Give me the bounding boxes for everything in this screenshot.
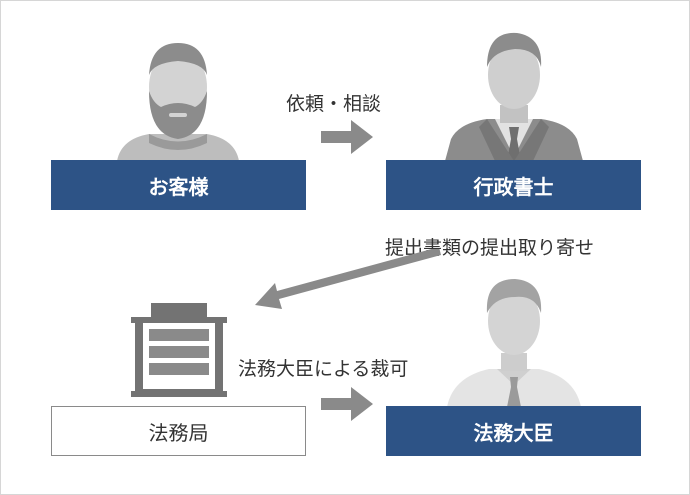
minister-box: 法務大臣 [386,406,641,456]
approval-arrow-icon [321,387,373,421]
submit-arrow-icon [255,249,441,309]
consult-arrow-icon [321,120,373,154]
bearded-man-icon [117,43,239,161]
customer-box: お客様 [51,160,306,210]
man-in-shirt-icon [447,279,581,407]
approval-label: 法務大臣による裁可 [238,358,409,380]
consult-label: 依頼・相談 [286,93,382,115]
bureau-box: 法務局 [51,406,306,456]
man-in-suit-icon [445,32,583,161]
scrivener-box: 行政書士 [386,160,641,210]
building-icon [131,303,227,397]
